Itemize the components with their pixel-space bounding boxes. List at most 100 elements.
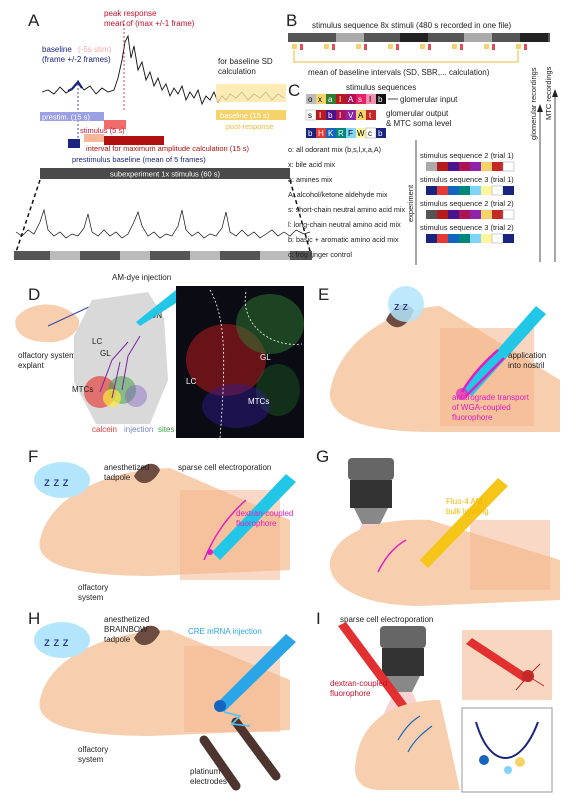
legend-item: a: amines mix [288, 175, 333, 184]
stim-cell: R [338, 129, 344, 138]
glomerular-output-label-2: & MTC soma level [386, 119, 452, 128]
red-marker [364, 44, 367, 50]
micro-mtcs-label: MTCs [248, 397, 269, 406]
dextran-label-1: dextran-coupled [236, 509, 293, 518]
panel-letter-b: B [286, 11, 297, 30]
post-baseline-band [216, 84, 286, 102]
electrode-2 [231, 717, 281, 781]
micro-boundary [209, 289, 225, 439]
red-marker [396, 44, 399, 50]
sleep-bubble-f [34, 462, 90, 498]
inset-cell-cyan [504, 766, 512, 774]
labelled-neuron-f [203, 499, 247, 561]
baseline-label: baseline [42, 45, 72, 54]
red-marker [300, 44, 303, 50]
subexperiment-label: subexperiment 1x stimulus (60 s) [110, 170, 221, 179]
inset-dendrites-i [515, 663, 545, 691]
for-baseline-sd-label: for baseline SD [218, 57, 273, 66]
sites-label: sites [158, 425, 174, 434]
b-strip-cell [464, 33, 492, 42]
panel-h: H z z z anesthetized BRAINBOW tadpole CR… [28, 609, 296, 791]
calcein-label: calcein [92, 425, 117, 434]
panel-g: G Fluo-4 AM bulk loading [316, 447, 560, 606]
cre-label: CRE mRNA injection [188, 627, 262, 636]
stim-cell: s [308, 111, 312, 120]
stim-cell: o [308, 95, 313, 104]
anesthetized-h-3: tadpole [104, 635, 131, 644]
stim-cell: V [348, 111, 354, 120]
red-marker [524, 44, 527, 50]
trial-label: stimulus sequence 3 (trial 2) [420, 223, 514, 232]
sequence-row-3: b H K R F W c b [306, 127, 386, 139]
legend-item: s: short-chain neutral amino acid mix [288, 205, 405, 214]
objective-mid-i [382, 648, 424, 676]
stim-cell: A [358, 111, 364, 120]
inset-cell-blue [479, 755, 489, 765]
tadpole-body-i [355, 700, 460, 790]
peak-response-label: peak response [104, 9, 157, 18]
purple-injection-blob [125, 385, 147, 407]
transport-label-2: of WGA-coupled [452, 403, 511, 412]
olfactory-h-1: olfactory [78, 745, 108, 754]
interval-label: interval for maximum amplitude calculati… [86, 144, 249, 153]
lc-label: LC [92, 337, 102, 346]
stim-cell: a [328, 95, 333, 104]
panel-letter-i: I [316, 609, 321, 628]
stimulus-legend: o: all odorant mix (b,s,l,x,a,A) x: bile… [288, 145, 405, 259]
inset-outline-i [475, 721, 539, 759]
sequence-row-2: s I b I V A t [305, 109, 376, 121]
red-marker [460, 44, 463, 50]
b-strip-cell [336, 33, 364, 42]
sequence-cell-4 [260, 251, 290, 260]
sleep-icon: z z [394, 301, 408, 313]
glomerular-input-label: glomerular input [400, 95, 458, 104]
long-trace [15, 208, 311, 239]
zoom-inset-bottom-i [461, 707, 553, 793]
sequence-cell-2 [120, 251, 150, 260]
stim-cell: b [378, 129, 383, 138]
wga-glow [456, 388, 468, 400]
post-response-label: post-response [226, 122, 274, 131]
eye-h [134, 625, 160, 646]
interval-bar-small [84, 134, 104, 142]
stim-cell: F [348, 129, 353, 138]
application-label-2: into nostril [508, 361, 545, 370]
post-baseline-label: baseline (15 s) [220, 111, 270, 120]
micro-boundary-2 [244, 291, 303, 345]
sequence-row-1: o x a I A s I b [306, 94, 386, 104]
stim-cell: b [378, 95, 383, 104]
fluo-label-2: bulk loading [446, 507, 489, 516]
panel-c: C stimulus sequences o x a I A s I b glo… [288, 66, 558, 265]
yellow-marker [452, 44, 457, 49]
anesthetized-h-2: BRAINBOW [104, 625, 148, 634]
transport-label-3: fluorophore [452, 413, 493, 422]
micro-gl-label: GL [260, 353, 271, 362]
dextran-i-label-1: dextran-coupled [330, 679, 387, 688]
trial-strip-3 [426, 209, 515, 220]
legend-item: A: alcohol/ketone aldehyde mix [288, 190, 388, 199]
gl-label: GL [100, 349, 111, 358]
b-strip-cell [400, 33, 428, 42]
stimulus-bar [104, 120, 126, 129]
sleep-bubble-h [34, 622, 90, 658]
trial-strip-1 [426, 161, 515, 172]
spark-icon [223, 711, 251, 727]
anesthetized-label-2: tadpole [104, 473, 131, 482]
pipette-i [338, 622, 410, 712]
micro-blue [202, 384, 270, 428]
mtc-recordings-label: MTC recordings [544, 66, 553, 120]
pipette-g [420, 478, 508, 568]
interval-bar [104, 136, 164, 145]
explant-label-2: explant [18, 361, 45, 370]
prestim-label: prestim. (15 s) [42, 113, 90, 122]
prestim-bar [40, 112, 104, 121]
neurons-i [397, 715, 433, 753]
sleep-icon: z z z [44, 635, 69, 649]
am-dye-pipette [136, 290, 184, 326]
trial-strip-2 [426, 185, 514, 196]
stim-cell: A [348, 95, 354, 104]
yellow-marker [292, 44, 297, 49]
for-baseline-sd-label-2: calculation [218, 67, 256, 76]
stim-cell: s [358, 95, 362, 104]
yellow-marker [420, 44, 425, 49]
